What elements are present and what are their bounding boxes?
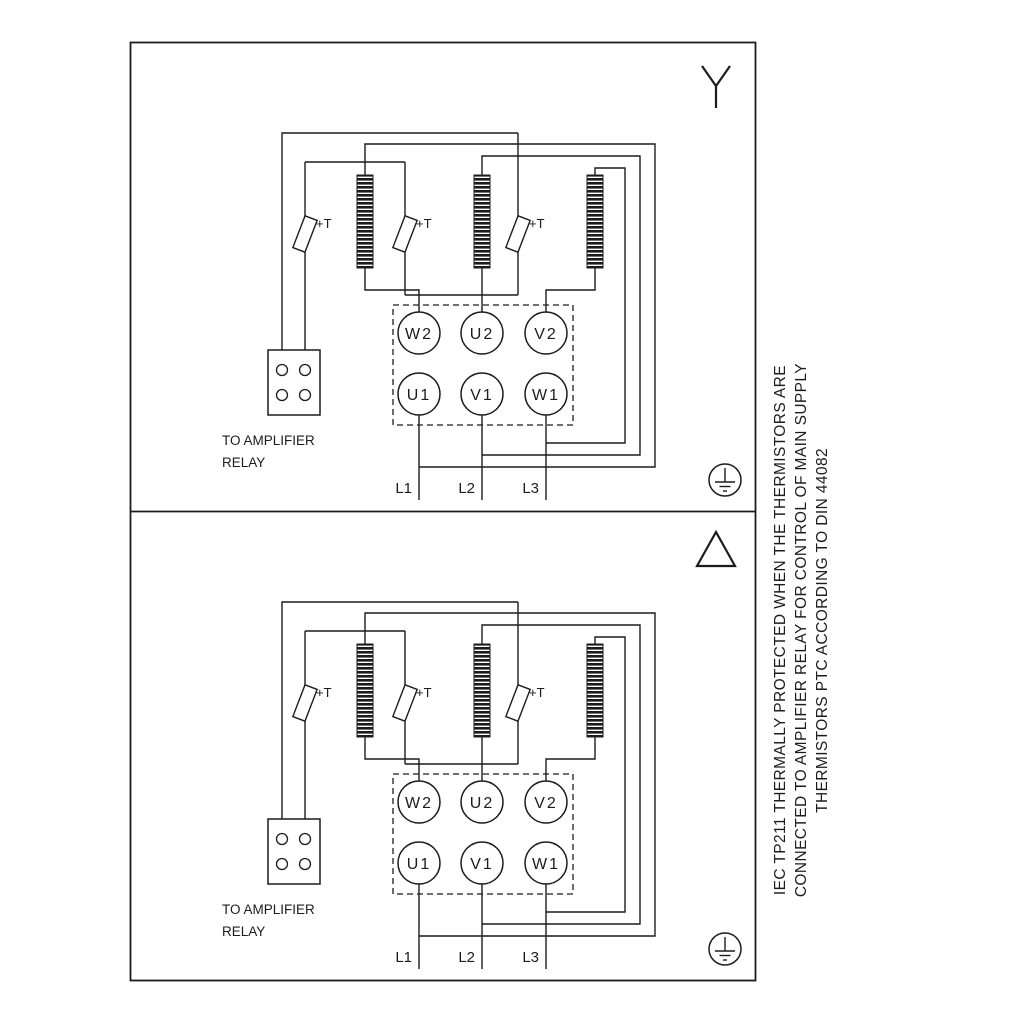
connector-pin [275, 388, 289, 402]
connector-pin [275, 363, 289, 377]
winding-supply-wire [481, 624, 641, 925]
relay-to-thermistor-wire [281, 132, 518, 350]
thermistor-symbol [504, 683, 532, 723]
motor-winding-coil [473, 174, 491, 269]
amplifier-relay-connector [267, 349, 321, 416]
terminal-label-u2: U2 [470, 326, 494, 343]
terminal-v2 [524, 311, 568, 355]
side-note-line-1: IEC TP211 THERMALLY PROTECTED WHEN THE T… [772, 364, 789, 896]
terminal-label-u1: U1 [407, 856, 431, 873]
terminal-label-v1: V1 [470, 856, 494, 873]
winding-supply-wire [481, 155, 641, 456]
thermistor-symbol [291, 214, 319, 254]
thermistor-label: +T [529, 685, 545, 700]
thermistor-label: +T [316, 685, 332, 700]
terminal-u2 [460, 311, 504, 355]
relay-caption-line-2: RELAY [222, 924, 265, 939]
connector-pin [298, 363, 312, 377]
terminal-label-v1: V1 [470, 387, 494, 404]
side-note-line-2: CONNECTED TO AMPLIFIER RELAY FOR CONTROL… [793, 362, 810, 898]
thermistor-label: +T [416, 685, 432, 700]
winding-supply-wire [364, 143, 656, 468]
relay-to-thermistor-wire [281, 601, 518, 819]
motor-winding-coil [356, 174, 374, 269]
winding-terminal-wire [364, 268, 420, 312]
earth-ground-icon [708, 463, 742, 497]
supply-line-label-l2: L2 [458, 480, 475, 497]
terminal-label-v2: V2 [534, 326, 558, 343]
terminal-w1 [524, 372, 568, 416]
motor-winding-coil [586, 643, 604, 738]
thermistor-symbol [391, 214, 419, 254]
thermistor-label: +T [416, 216, 432, 231]
terminal-block-outline [392, 773, 574, 895]
terminal-v2 [524, 780, 568, 824]
terminal-u2 [460, 780, 504, 824]
supply-line-label-l3: L3 [522, 949, 539, 966]
relay-caption-line-1: TO AMPLIFIER [222, 902, 315, 917]
supply-line-label-l1: L1 [395, 949, 412, 966]
connector-pin [298, 388, 312, 402]
winding-terminal-wire [545, 737, 596, 781]
delta-symbol-icon [695, 529, 737, 568]
thermistor-label: +T [529, 216, 545, 231]
terminal-label-w1: W1 [532, 387, 560, 404]
motor-winding-coil [473, 643, 491, 738]
terminal-label-w1: W1 [532, 856, 560, 873]
connector-pin [298, 857, 312, 871]
motor-winding-coil [356, 643, 374, 738]
thermistor-symbol [391, 683, 419, 723]
supply-line-label-l3: L3 [522, 480, 539, 497]
terminal-label-v2: V2 [534, 795, 558, 812]
amplifier-relay-connector [267, 818, 321, 885]
terminal-w2 [397, 780, 441, 824]
terminal-label-u2: U2 [470, 795, 494, 812]
terminal-block-outline [392, 304, 574, 426]
terminal-w2 [397, 311, 441, 355]
star-symbol-icon [701, 65, 731, 108]
connector-pin [275, 832, 289, 846]
winding-supply-wire [546, 636, 626, 913]
side-note-line-3: THERMISTORS PTC ACCORDING TO DIN 44082 [814, 447, 831, 813]
relay-caption-line-2: RELAY [222, 455, 265, 470]
terminal-label-u1: U1 [407, 387, 431, 404]
thermistor-symbol [504, 214, 532, 254]
terminal-label-w2: W2 [405, 795, 433, 812]
terminal-u1 [397, 841, 441, 885]
winding-supply-wire [546, 167, 626, 444]
earth-ground-icon [708, 932, 742, 966]
supply-line-label-l1: L1 [395, 480, 412, 497]
thermistor-symbol [291, 683, 319, 723]
connector-pin [275, 857, 289, 871]
terminal-w1 [524, 841, 568, 885]
terminal-u1 [397, 372, 441, 416]
terminal-label-w2: W2 [405, 326, 433, 343]
terminal-v1 [460, 841, 504, 885]
supply-line-label-l2: L2 [458, 949, 475, 966]
terminal-v1 [460, 372, 504, 416]
winding-supply-wire [364, 612, 656, 937]
relay-caption-line-1: TO AMPLIFIER [222, 433, 315, 448]
winding-terminal-wire [545, 268, 596, 312]
winding-terminal-wire [364, 737, 420, 781]
side-note: IEC TP211 THERMALLY PROTECTED WHEN THE T… [772, 42, 852, 980]
motor-winding-coil [586, 174, 604, 269]
connector-pin [298, 832, 312, 846]
thermistor-label: +T [316, 216, 332, 231]
